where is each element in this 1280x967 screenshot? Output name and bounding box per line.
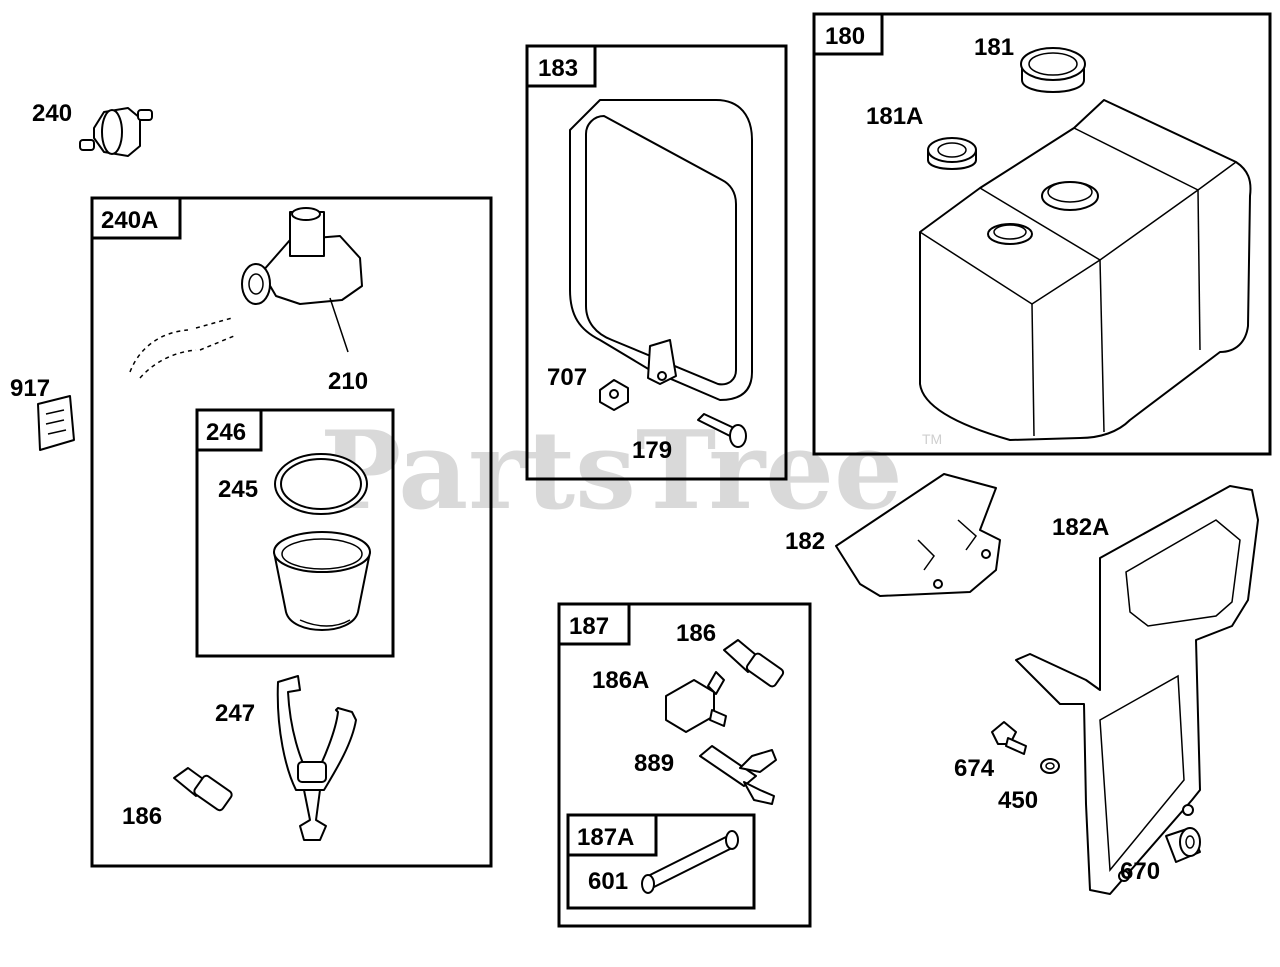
fuel-tank-180-drawing: [919, 99, 1252, 441]
part-label-182A[interactable]: 182A: [1052, 514, 1109, 541]
group-240A: 240A: [90, 196, 493, 868]
screw-179-drawing: [697, 413, 747, 448]
part-label-245[interactable]: 245: [218, 476, 258, 503]
fuel-line-601-drawing: [641, 830, 739, 894]
tee-889-drawing: [699, 745, 777, 805]
group-240A-label: 240A: [101, 207, 158, 234]
washer-450-drawing: [1040, 758, 1060, 774]
part-label-707[interactable]: 707: [547, 364, 587, 391]
part-label-181[interactable]: 181: [974, 34, 1014, 61]
strap-183-drawing: [569, 99, 753, 401]
part-label-670[interactable]: 670: [1120, 858, 1160, 885]
part-label-247[interactable]: 247: [215, 700, 255, 727]
tee-186A-drawing: [665, 671, 727, 733]
group-183-label: 183: [538, 55, 578, 82]
group-187A-label: 187A: [577, 824, 634, 851]
fitting-186-right-drawing: [723, 639, 785, 688]
part-label-917[interactable]: 917: [10, 375, 50, 402]
group-183: 183: [525, 44, 788, 481]
cap-181A-drawing: [927, 137, 977, 170]
group-180: 180: [812, 12, 1272, 456]
bracket-182A-drawing: [1015, 485, 1259, 895]
part-label-186A[interactable]: 186A: [592, 667, 649, 694]
bail-clamp-247-drawing: [276, 675, 357, 841]
part-label-186-left[interactable]: 186: [122, 803, 162, 830]
part-label-179[interactable]: 179: [632, 437, 672, 464]
filter-bowl-246-drawing: [273, 531, 371, 631]
group-246-label: 246: [206, 419, 246, 446]
group-187: 187: [557, 602, 812, 928]
watermark-trademark: TM: [922, 431, 942, 447]
part-label-186-right[interactable]: 186: [676, 620, 716, 647]
filter-housing-210-drawing: [129, 207, 363, 379]
part-label-889[interactable]: 889: [634, 750, 674, 777]
part-label-181A[interactable]: 181A: [866, 103, 923, 130]
heat-shield-182-drawing: [835, 473, 1001, 597]
part-label-601[interactable]: 601: [588, 868, 628, 895]
fitting-186-left-drawing: [173, 767, 233, 812]
cap-181-drawing: [1020, 47, 1086, 93]
part-label-182[interactable]: 182: [785, 528, 825, 555]
part-label-240[interactable]: 240: [32, 100, 72, 127]
group-246: 246: [195, 408, 395, 658]
bolt-674-drawing: [991, 721, 1027, 755]
part-label-450[interactable]: 450: [998, 787, 1038, 814]
group-187-label: 187: [569, 613, 609, 640]
group-180-label: 180: [825, 23, 865, 50]
part-label-210[interactable]: 210: [328, 368, 368, 395]
inline-filter-240-drawing: [79, 107, 153, 157]
part-label-674[interactable]: 674: [954, 755, 995, 782]
clip-917-drawing: [37, 395, 75, 451]
o-ring-245-drawing: [274, 453, 368, 515]
watermark: PartsTree: [320, 408, 903, 534]
nut-707-drawing: [599, 379, 629, 411]
group-187A: 187A: [566, 813, 756, 910]
spacer-670-drawing: [1165, 827, 1201, 863]
